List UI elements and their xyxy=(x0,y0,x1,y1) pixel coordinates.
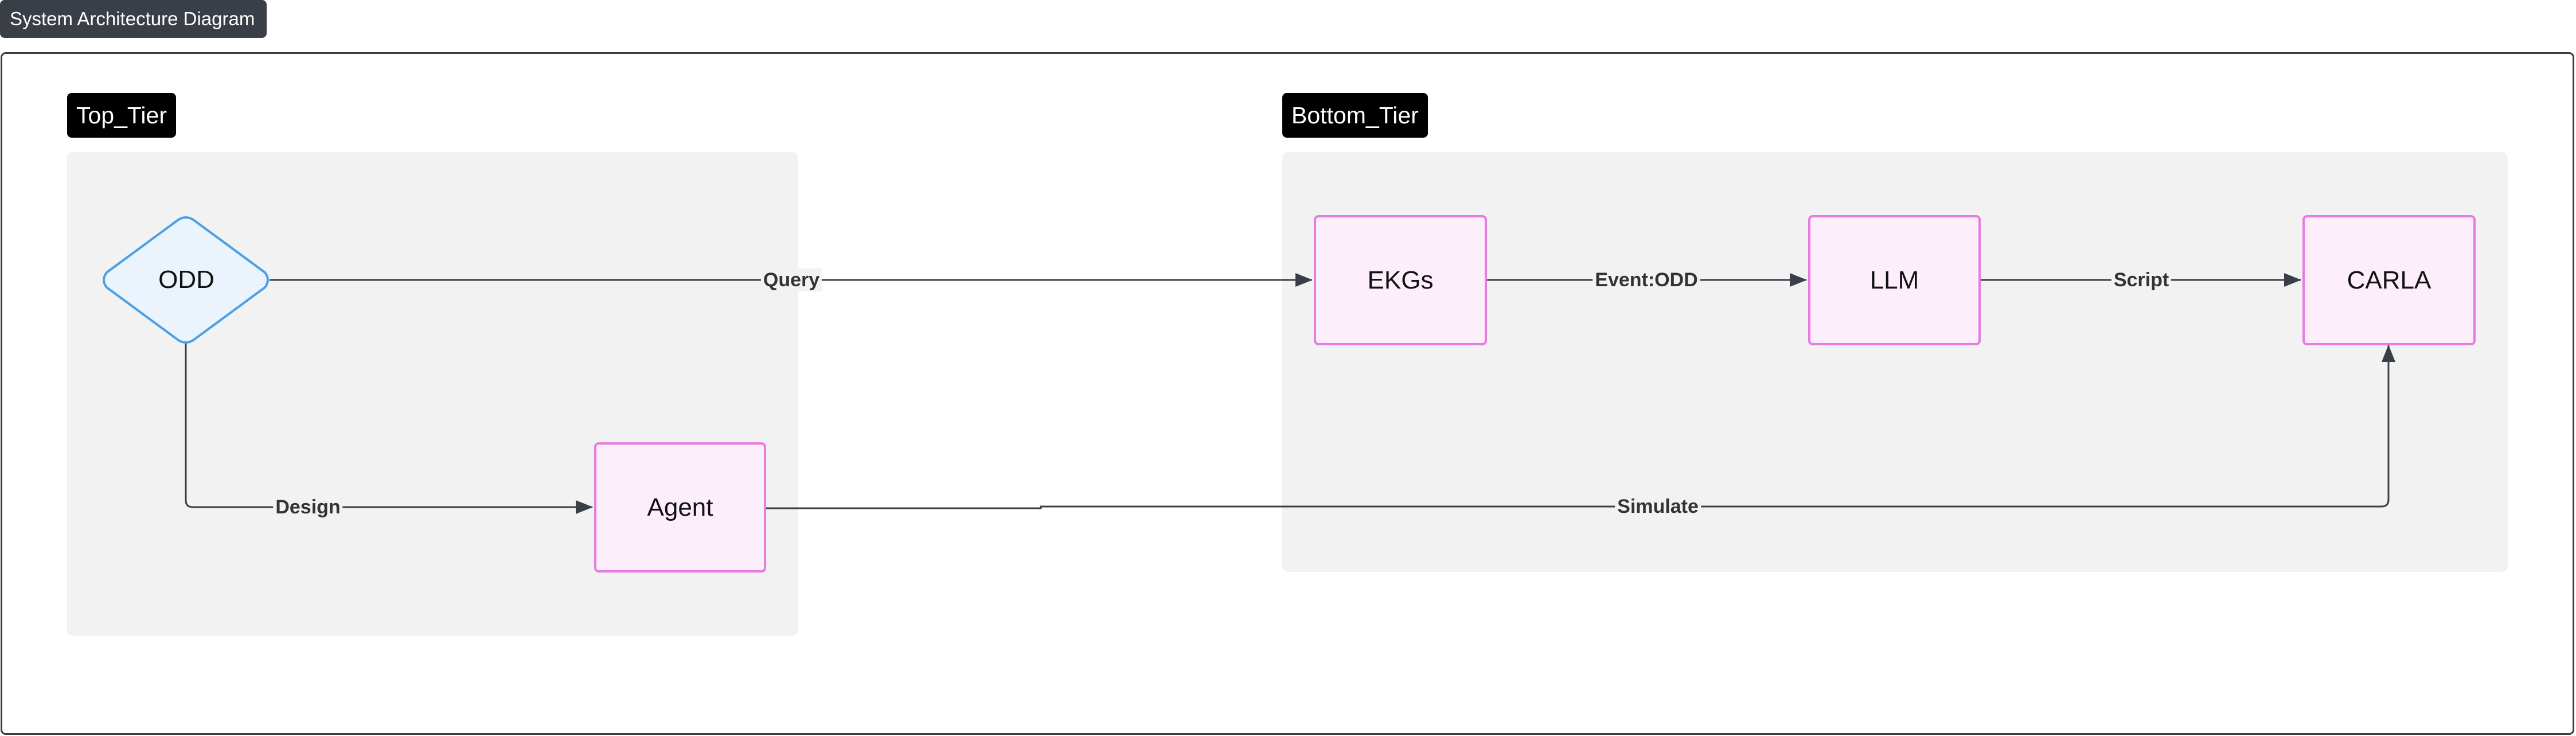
ekgs-node[interactable]: EKGs xyxy=(1314,215,1487,345)
carla-node[interactable]: CARLA xyxy=(2302,215,2476,345)
edge-design xyxy=(185,343,593,514)
agent-node[interactable]: Agent xyxy=(594,442,766,573)
bottom-tier-label: Bottom_Tier xyxy=(1282,93,1428,138)
llm-node-label: LLM xyxy=(1869,266,1919,294)
ekgs-node-label: EKGs xyxy=(1367,266,1434,294)
llm-node[interactable]: LLM xyxy=(1808,215,1981,345)
agent-node-label: Agent xyxy=(647,493,713,521)
edge-label-script: Script xyxy=(2111,268,2172,291)
edge-label-event-odd: Event:ODD xyxy=(1593,268,1700,291)
odd-node-label: ODD xyxy=(158,266,214,294)
edge-label-simulate: Simulate xyxy=(1615,495,1701,518)
edge-label-query: Query xyxy=(760,268,822,291)
diagram-title: System Architecture Diagram xyxy=(0,0,267,38)
diagram-frame xyxy=(1,52,2574,735)
edge-label-design: Design xyxy=(273,496,343,519)
top-tier-label: Top_Tier xyxy=(67,93,176,138)
carla-node-label: CARLA xyxy=(2347,266,2431,294)
edge-simulate xyxy=(766,345,2395,509)
odd-decision-shape xyxy=(103,216,269,344)
